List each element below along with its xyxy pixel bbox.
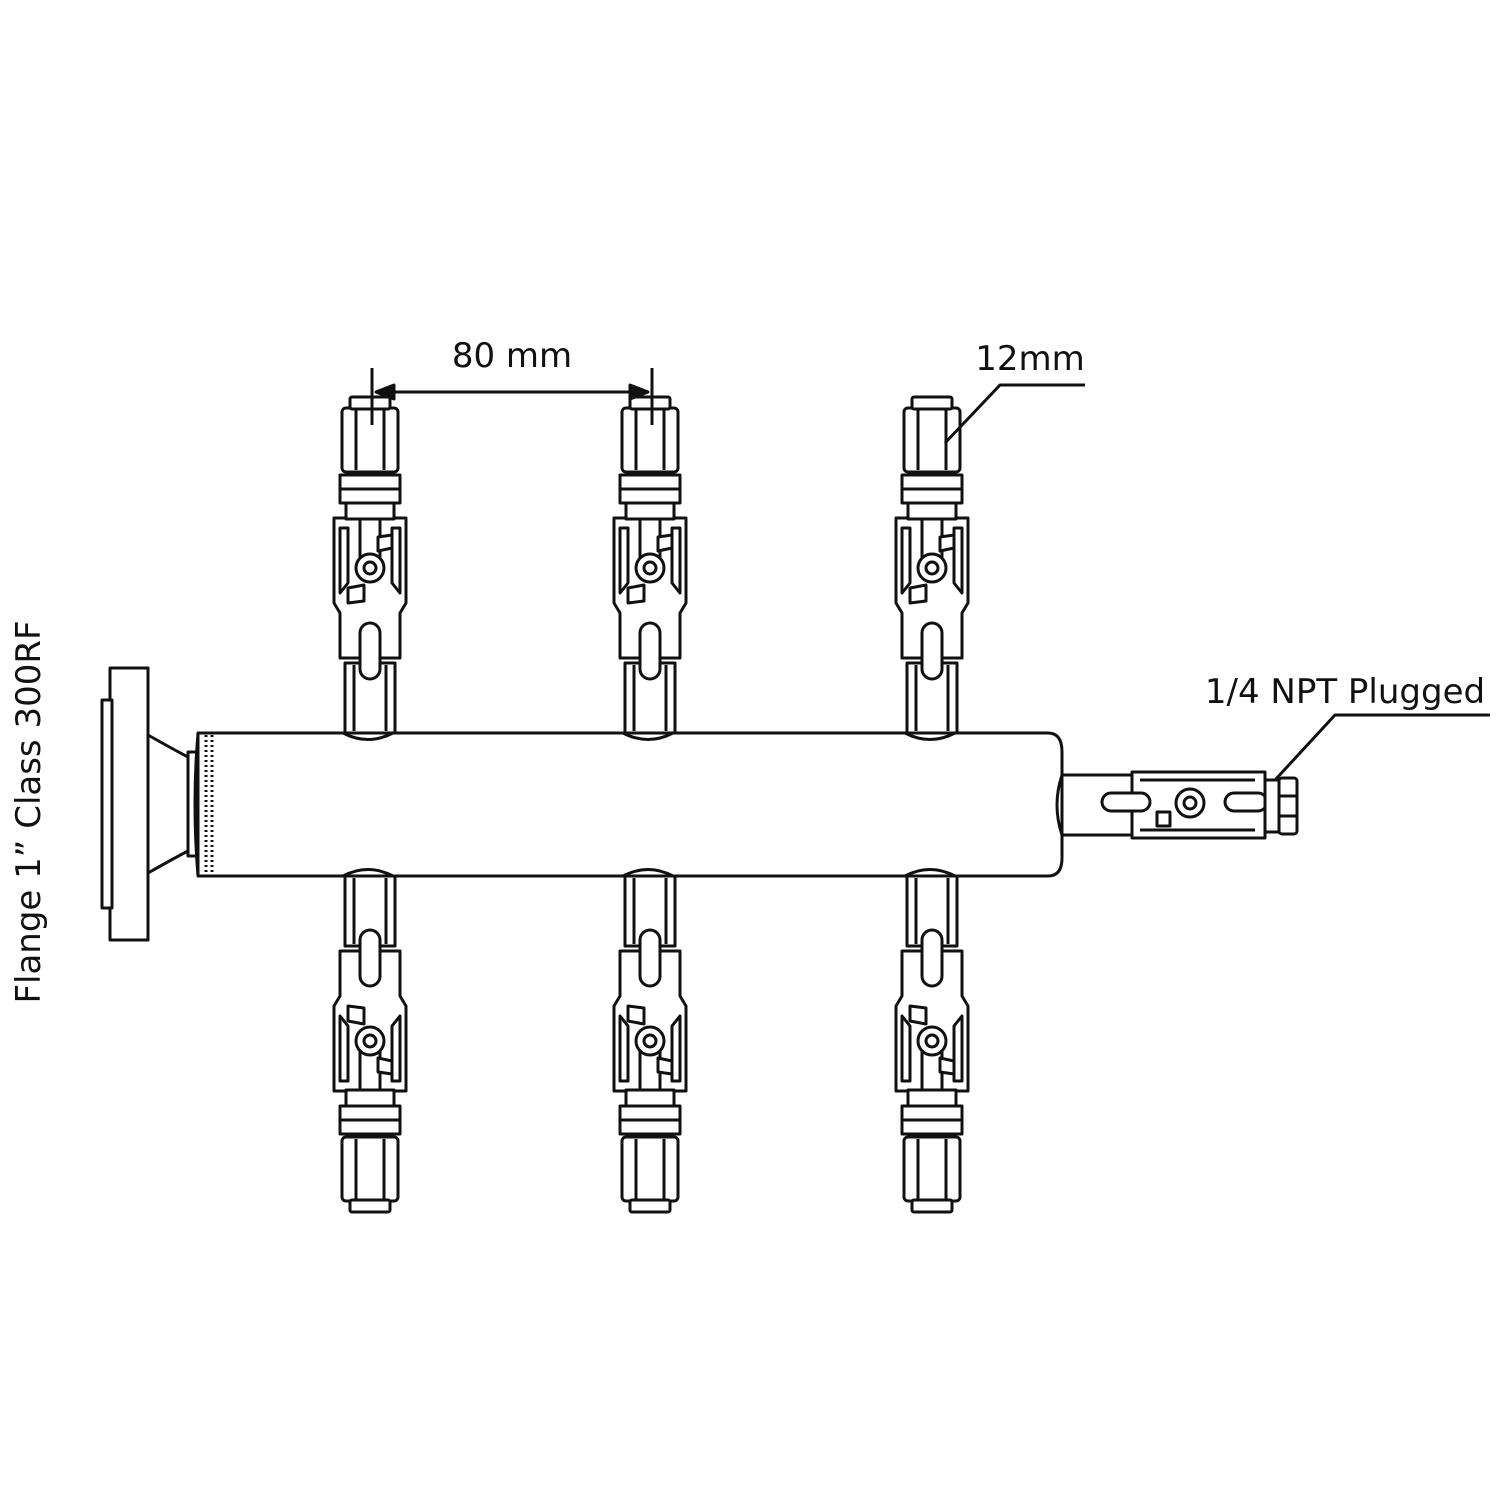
spacing-dimension	[370, 368, 654, 425]
spacing-label: 80 mm	[452, 336, 572, 376]
tube-size-label: 12mm	[975, 339, 1085, 379]
end-port-label: 1/4 NPT Plugged	[1205, 672, 1485, 712]
valve-top-3	[894, 395, 970, 735]
tube-size-leader	[943, 383, 1085, 445]
valve-top-1	[332, 395, 408, 735]
end-port-leader	[1273, 713, 1490, 782]
end-plug-valve	[1055, 770, 1299, 840]
inlet-label: Flange 1” Class 300RF	[9, 620, 49, 1003]
valve-bottom-1	[332, 874, 408, 1214]
manifold-body	[193, 731, 1064, 878]
valve-bottom-2	[612, 874, 688, 1214]
valve-bottom-3	[894, 874, 970, 1214]
valve-top-2	[612, 395, 688, 735]
inlet-flange	[100, 666, 202, 942]
